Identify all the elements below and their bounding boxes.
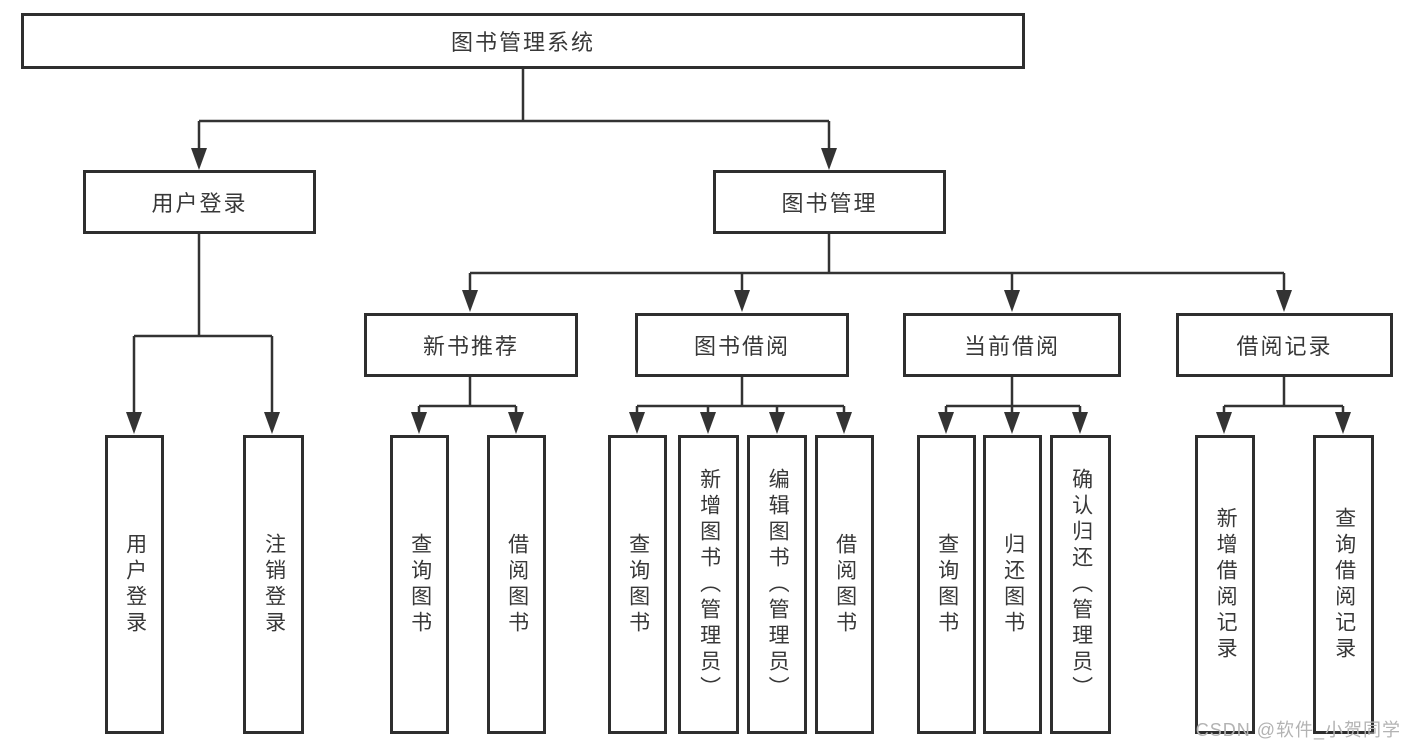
csdn-watermark: CSDN @软件_小贺同学 — [1195, 720, 1401, 740]
leaf-logout: 注销登录 — [243, 435, 304, 734]
node-current-borrowing: 当前借阅 — [903, 313, 1121, 377]
leaf-recommend-query-books: 查询图书 — [390, 435, 449, 734]
leaf-records-query-borrow-record: 查询借阅记录 — [1313, 435, 1374, 734]
node-borrowing-records: 借阅记录 — [1176, 313, 1393, 377]
leaf-borrowing-borrow-books: 借阅图书 — [815, 435, 874, 734]
arrowheads — [126, 148, 1351, 434]
leaf-current-return-books: 归还图书 — [983, 435, 1042, 734]
node-library-management-system: 图书管理系统 — [21, 13, 1025, 69]
leaf-current-query-books: 查询图书 — [917, 435, 976, 734]
leaf-records-add-borrow-record: 新增借阅记录 — [1195, 435, 1255, 734]
leaf-borrowing-add-books-admin: 新增图书（管理员） — [678, 435, 739, 734]
node-user-login: 用户登录 — [83, 170, 316, 234]
leaf-recommend-borrow-books: 借阅图书 — [487, 435, 546, 734]
leaf-borrowing-query-books: 查询图书 — [608, 435, 667, 734]
leaf-user-login: 用户登录 — [105, 435, 164, 734]
leaf-current-confirm-return-admin: 确认归还（管理员） — [1050, 435, 1111, 734]
node-book-borrowing: 图书借阅 — [635, 313, 849, 377]
node-new-book-recommendation: 新书推荐 — [364, 313, 578, 377]
node-book-management: 图书管理 — [713, 170, 946, 234]
leaf-borrowing-edit-books-admin: 编辑图书（管理员） — [747, 435, 807, 734]
